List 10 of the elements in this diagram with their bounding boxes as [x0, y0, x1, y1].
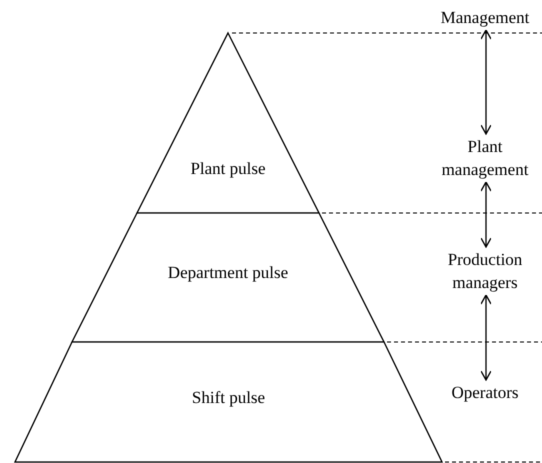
role-label: Production managers: [446, 249, 524, 294]
level-label: Department pulse: [166, 262, 290, 284]
level-label: Plant pulse: [189, 158, 267, 180]
role-label: Plant management: [440, 136, 530, 181]
role-label: Operators: [450, 382, 520, 404]
role-label: Management: [440, 7, 530, 29]
double-arrow: [480, 294, 492, 381]
double-arrow: [480, 29, 492, 135]
level-label: Shift pulse: [190, 387, 266, 409]
double-arrow: [480, 181, 492, 248]
